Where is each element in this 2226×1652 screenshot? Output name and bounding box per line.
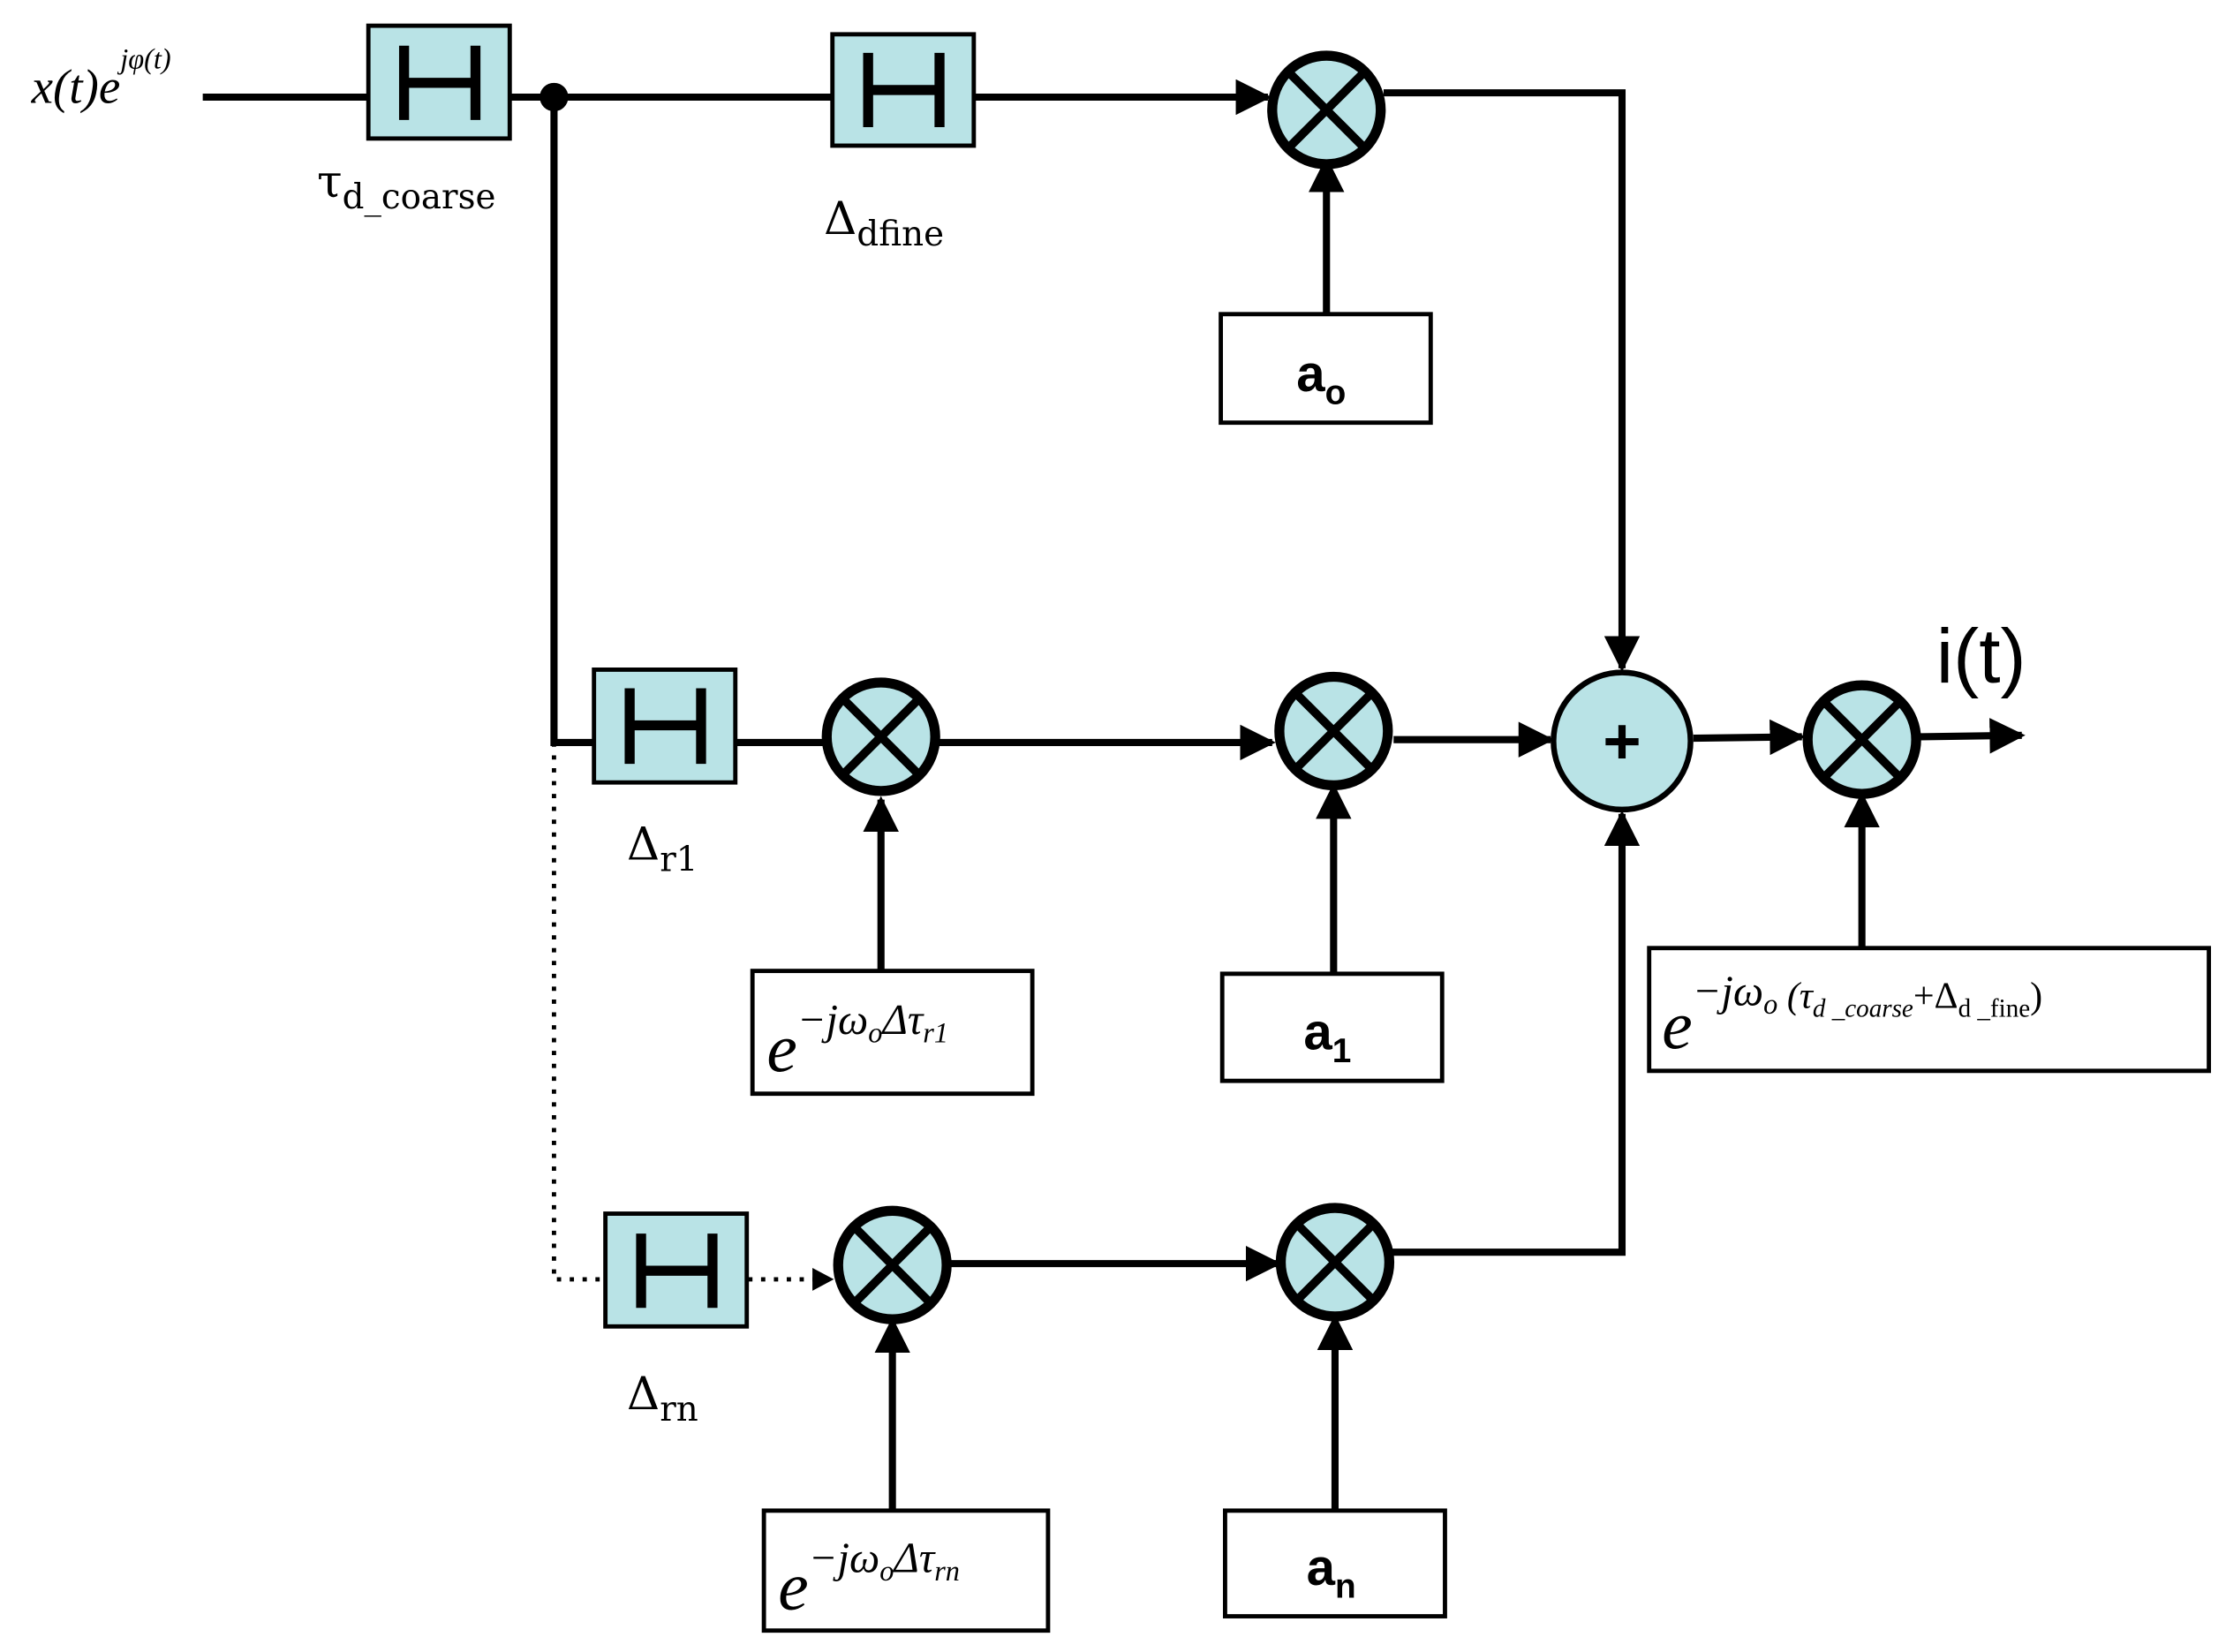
phase-out-tau-sub: d _coarse xyxy=(1813,994,1913,1022)
phase-out-omega-sub: o xyxy=(1763,988,1777,1020)
phase-rn-exponent: −jω xyxy=(809,1535,879,1581)
phase-r1-omega-sub: o xyxy=(868,1016,882,1048)
wire-dotted-to-rn xyxy=(551,742,606,1282)
phase-out-close: ) xyxy=(2030,977,2042,1017)
phase-out-open: (τ xyxy=(1777,977,1815,1017)
phase-label-rn: e−jωoΔτrn xyxy=(778,1535,960,1624)
phase-label-r1: e−jωoΔτr1 xyxy=(766,997,948,1086)
phase-rn-rest: Δτ xyxy=(892,1535,935,1581)
multiplier-rn-weight xyxy=(1275,1203,1395,1322)
weight-a1-base: a xyxy=(1303,1004,1332,1061)
input-signal-label: x(t)ejφ(t) xyxy=(31,43,171,114)
delay-coarse-symbol: τ xyxy=(317,155,343,208)
phase-out-plus: +Δ xyxy=(1913,977,1958,1017)
weight-an-subscript: n xyxy=(1335,1568,1356,1606)
weight-label-a1: a1 xyxy=(1303,1004,1351,1071)
phase-out-exponent: −jω xyxy=(1693,968,1763,1015)
delay-r1-subscript: r1 xyxy=(660,840,698,879)
wire-mult-bottom-to-sum xyxy=(1392,810,1641,1256)
multiplier-r1-weight xyxy=(1274,671,1393,791)
delay-rn-subscript: rn xyxy=(660,1390,698,1429)
phase-label-output: e−jωo (τd _coarse+Δd _fine) xyxy=(1662,968,2042,1063)
output-signal-label: i(t) xyxy=(1936,613,2026,699)
delay-label-r1: Δr1 xyxy=(627,818,698,880)
weight-label-a0: ao xyxy=(1296,345,1346,412)
delay-label-coarse: τd_coarse xyxy=(317,155,495,217)
wire-sum-to-mult-out xyxy=(1693,719,1806,756)
phase-box-r1 xyxy=(750,969,1035,1097)
signal-wires xyxy=(202,79,2026,1511)
phase-r1-exponent: −jω xyxy=(797,997,868,1044)
phase-box-rn xyxy=(761,1508,1051,1633)
phase-rn-rest-sub: rn xyxy=(934,1555,960,1587)
delay-coarse-subscript: d_coarse xyxy=(343,177,496,217)
weight-a0-base: a xyxy=(1296,345,1325,403)
delay-fine-symbol: Δ xyxy=(824,192,856,245)
weight-an-base: a xyxy=(1307,1539,1336,1596)
weight-a0-subscript: o xyxy=(1325,374,1347,412)
delay-block-fine xyxy=(830,32,977,148)
delay-r1-symbol: Δ xyxy=(627,818,660,871)
delay-block-rn xyxy=(603,1211,750,1329)
delay-rn-symbol: Δ xyxy=(627,1368,660,1421)
junction-node xyxy=(540,82,569,112)
weight-label-an: an xyxy=(1307,1539,1356,1606)
weight-box-a1 xyxy=(1219,971,1445,1083)
multiplier-top xyxy=(1267,50,1386,170)
delay-block-r1 xyxy=(592,668,738,785)
multiplier-rn-phase xyxy=(833,1205,952,1324)
phase-box-output xyxy=(1647,946,2212,1074)
delay-label-rn: Δrn xyxy=(627,1368,698,1429)
phase-out-delta-sub: d _fine xyxy=(1958,994,2031,1022)
phase-rn-base: e xyxy=(778,1548,808,1624)
weight-a1-subscript: 1 xyxy=(1332,1032,1352,1070)
delay-block-coarse xyxy=(366,23,512,141)
input-signal-base: x(t)e xyxy=(31,59,121,113)
wire-output xyxy=(1920,718,2026,754)
wire-node-to-r1 xyxy=(550,96,594,746)
phase-r1-rest: Δτ xyxy=(880,997,924,1044)
phase-rn-omega-sub: o xyxy=(879,1555,894,1587)
delay-fine-subscript: dfine xyxy=(856,215,944,254)
multiplier-output xyxy=(1802,680,1921,799)
summer-node: + xyxy=(1551,669,1694,813)
wire-mult-top-to-sum xyxy=(1383,89,1641,672)
weight-box-a0 xyxy=(1219,312,1433,426)
multiplier-r1-phase xyxy=(821,677,940,796)
arrow-dotted-head xyxy=(812,1267,834,1291)
phase-r1-base: e xyxy=(766,1010,796,1086)
weight-box-an xyxy=(1223,1508,1447,1618)
delay-label-fine: Δdfine xyxy=(824,192,944,254)
sum-symbol: + xyxy=(1603,705,1641,778)
phase-out-base: e xyxy=(1662,987,1692,1063)
phase-r1-rest-sub: r1 xyxy=(923,1016,948,1048)
input-signal-exponent: jφ(t) xyxy=(117,43,170,75)
